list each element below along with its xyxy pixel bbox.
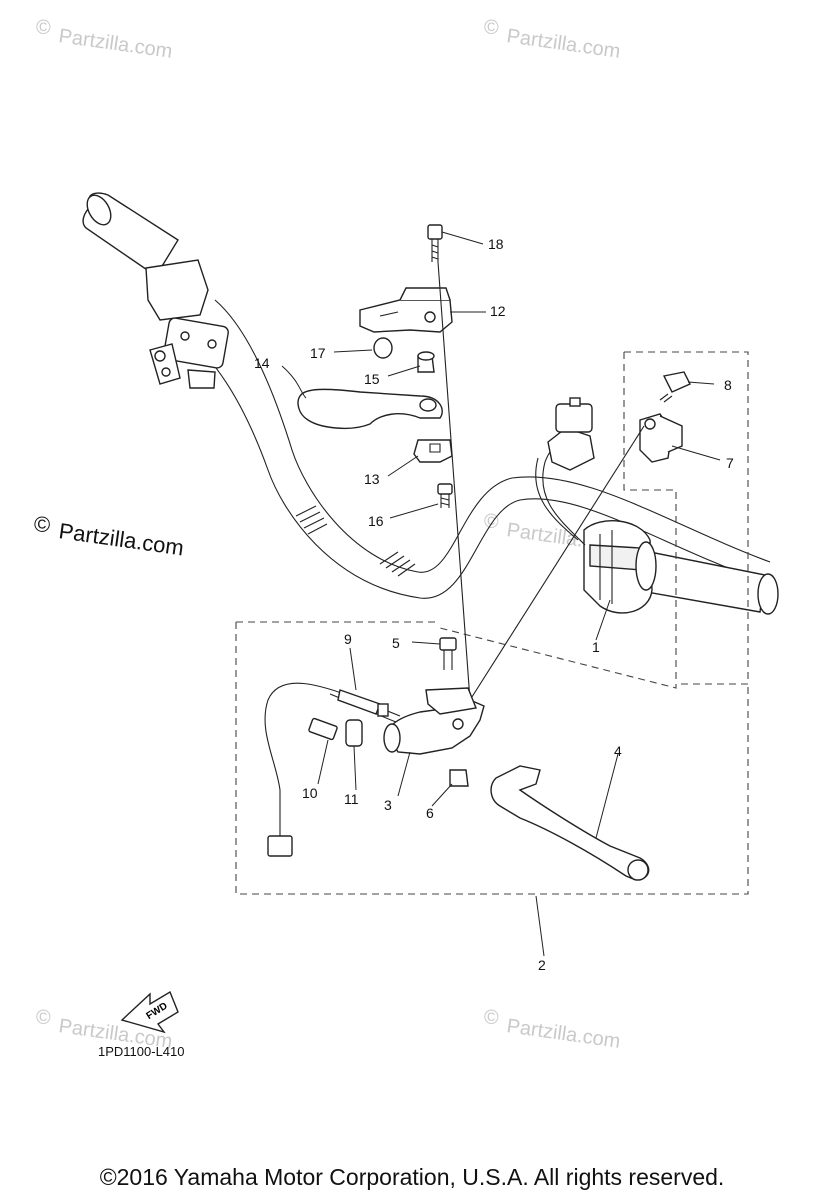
callout-9: 9: [344, 631, 352, 647]
svg-text:©: ©: [36, 1007, 51, 1029]
copyright-notice: ©2016 Yamaha Motor Corporation, U.S.A. A…: [99, 1164, 725, 1190]
callout-18: 18: [488, 236, 504, 252]
callout-1: 1: [592, 639, 600, 655]
lever-4: [490, 765, 650, 881]
knurl-right: [379, 551, 416, 577]
callout-17: 17: [310, 345, 326, 361]
diagram-reference-code: 1PD1100-L410: [98, 1044, 185, 1059]
callout-5: 5: [392, 635, 400, 651]
callout-numbers: 1 2 3 4 5 6 7 8 9 10 11 12 13 14 15 16 1…: [254, 236, 734, 973]
callout-4: 4: [614, 743, 622, 759]
lever-assembly-boundary: [235, 621, 749, 895]
callout-10: 10: [302, 785, 318, 801]
holder-dashed-boundary: [439, 351, 749, 689]
watermark-bottom-right: © Partzilla.com: [484, 1007, 622, 1053]
nut-11: [345, 719, 363, 747]
callout-8: 8: [724, 377, 732, 393]
bolt-8: [659, 371, 691, 403]
callout-15: 15: [364, 371, 380, 387]
svg-text:©: ©: [34, 512, 50, 537]
svg-text:©: ©: [36, 17, 51, 39]
watermark-top-left: © Partzilla.com: [36, 17, 174, 63]
right-grip: [623, 547, 779, 615]
knurl-left: [295, 505, 328, 535]
callout-16: 16: [368, 513, 384, 529]
watermark-left-bold: © Partzilla.com: [34, 512, 185, 560]
svg-text:Partzilla.com: Partzilla.com: [505, 1015, 621, 1053]
assembly-line-vertical: [437, 261, 471, 701]
bracket-12: [359, 287, 453, 333]
switch-wire: [535, 397, 595, 546]
clamp-7: [639, 413, 683, 463]
callout-12: 12: [490, 303, 506, 319]
bolt-18: [427, 224, 443, 262]
callout-3: 3: [384, 797, 392, 813]
collar-15: [417, 351, 435, 373]
fwd-arrow-icon: FWD: [120, 990, 179, 1034]
adjuster-10: [308, 717, 338, 741]
nut-6: [449, 769, 469, 787]
callout-2: 2: [538, 957, 546, 973]
left-grip: [82, 192, 179, 277]
screw-16: [437, 483, 453, 508]
callout-6: 6: [426, 805, 434, 821]
leader-lines: [281, 231, 721, 957]
svg-text:©: ©: [484, 1007, 499, 1029]
svg-text:Partzilla.com: Partzilla.com: [505, 25, 621, 63]
svg-text:Partzilla.com: Partzilla.com: [57, 518, 185, 560]
svg-text:©: ©: [484, 511, 499, 533]
svg-text:©: ©: [484, 17, 499, 39]
lever-14: [297, 388, 443, 429]
callout-13: 13: [364, 471, 380, 487]
callout-11: 11: [344, 791, 359, 807]
handlebar-switch: [583, 520, 657, 614]
watermark-top-right: © Partzilla.com: [484, 17, 622, 63]
cable-9: [264, 682, 401, 857]
cap-17: [373, 337, 393, 359]
assembly-line-diagonal: [469, 425, 645, 701]
bolt-5: [439, 637, 457, 670]
bracket-13: [413, 439, 453, 463]
master-cylinder: [145, 259, 229, 389]
callout-7: 7: [726, 455, 734, 471]
handlebar: [189, 299, 771, 599]
callout-14: 14: [254, 355, 270, 371]
svg-text:Partzilla.com: Partzilla.com: [57, 25, 173, 63]
lever-holder-3: [383, 687, 485, 755]
